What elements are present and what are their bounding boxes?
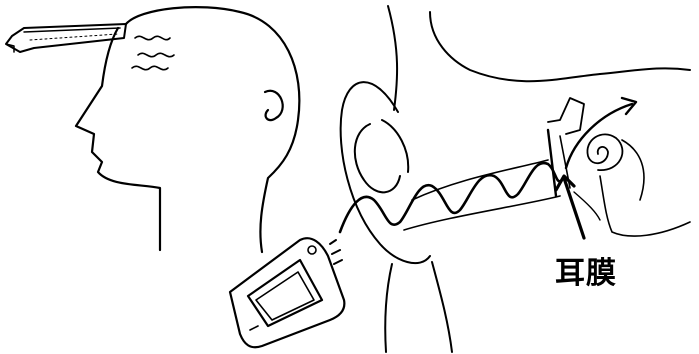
stick-object: [6, 24, 126, 52]
emission-dashes: [330, 240, 342, 264]
eardrum-label: 耳膜: [555, 248, 617, 292]
sound-wave: [340, 163, 562, 232]
ear-anatomy: [341, 6, 690, 352]
head-profile: [76, 7, 299, 252]
phone-device: [230, 238, 344, 347]
